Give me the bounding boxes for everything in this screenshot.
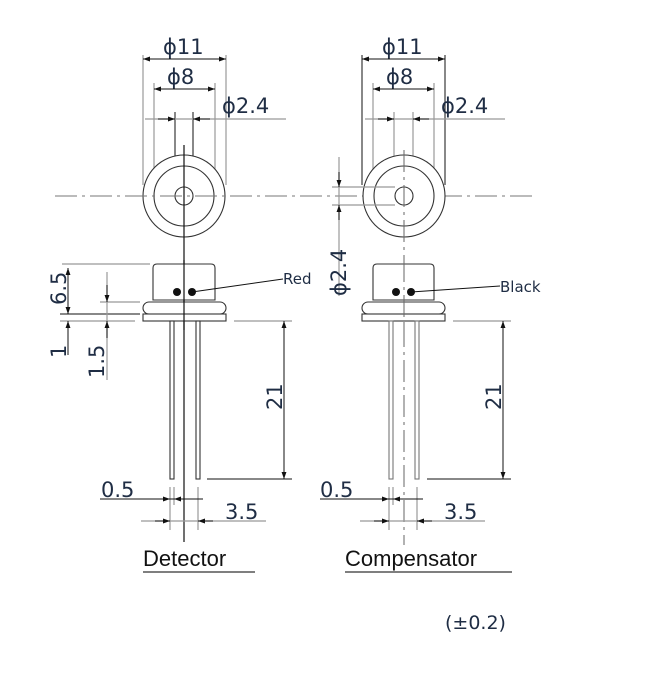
dim-lead-dia-label: 0.5 (101, 478, 134, 502)
compensator-title: Compensator (345, 546, 477, 571)
dim-lead-length-label: 21 (263, 383, 287, 410)
lead-left (169, 320, 175, 480)
lead-color-label: Red (283, 270, 312, 288)
lead-dot (392, 288, 400, 296)
dim-window-diameter-label: ϕ2.4 (441, 94, 488, 118)
dim-cap-height-label: 6.5 (47, 272, 71, 305)
tolerance-note: (±0.2) (445, 612, 506, 634)
dim-window-vertical-label: ϕ2.4 (327, 249, 351, 296)
dim-outer-diameter-label: ϕ11 (163, 35, 204, 59)
lead-dot (173, 288, 181, 296)
dim-outer-diameter-label: ϕ11 (382, 35, 423, 59)
compensator-drawing: ϕ11 ϕ8 ϕ2.4 ϕ2.4 Black 21 (320, 35, 541, 573)
detector-drawing: ϕ11 ϕ8 ϕ2.4 Red 6.5 (47, 35, 312, 573)
dim-lead-dia-label: 0.5 (320, 478, 353, 502)
detector-title: Detector (143, 546, 226, 571)
dim-inner-diameter-label: ϕ8 (167, 65, 194, 89)
dim-window-diameter-label: ϕ2.4 (222, 94, 269, 118)
lead-right (195, 320, 201, 480)
dim-lead-spacing-label: 3.5 (444, 500, 477, 524)
dim-flange-label: 1 (47, 345, 71, 358)
leader-line (191, 278, 284, 293)
lead-left (388, 320, 394, 480)
dim-inner-diameter-label: ϕ8 (386, 65, 413, 89)
dim-flange-total-label: 1.5 (85, 345, 109, 378)
lead-color-label: Black (500, 278, 541, 296)
lead-right (414, 320, 420, 480)
leader-line (410, 285, 501, 293)
dim-lead-spacing-label: 3.5 (225, 500, 258, 524)
dim-lead-length-label: 21 (482, 383, 506, 410)
